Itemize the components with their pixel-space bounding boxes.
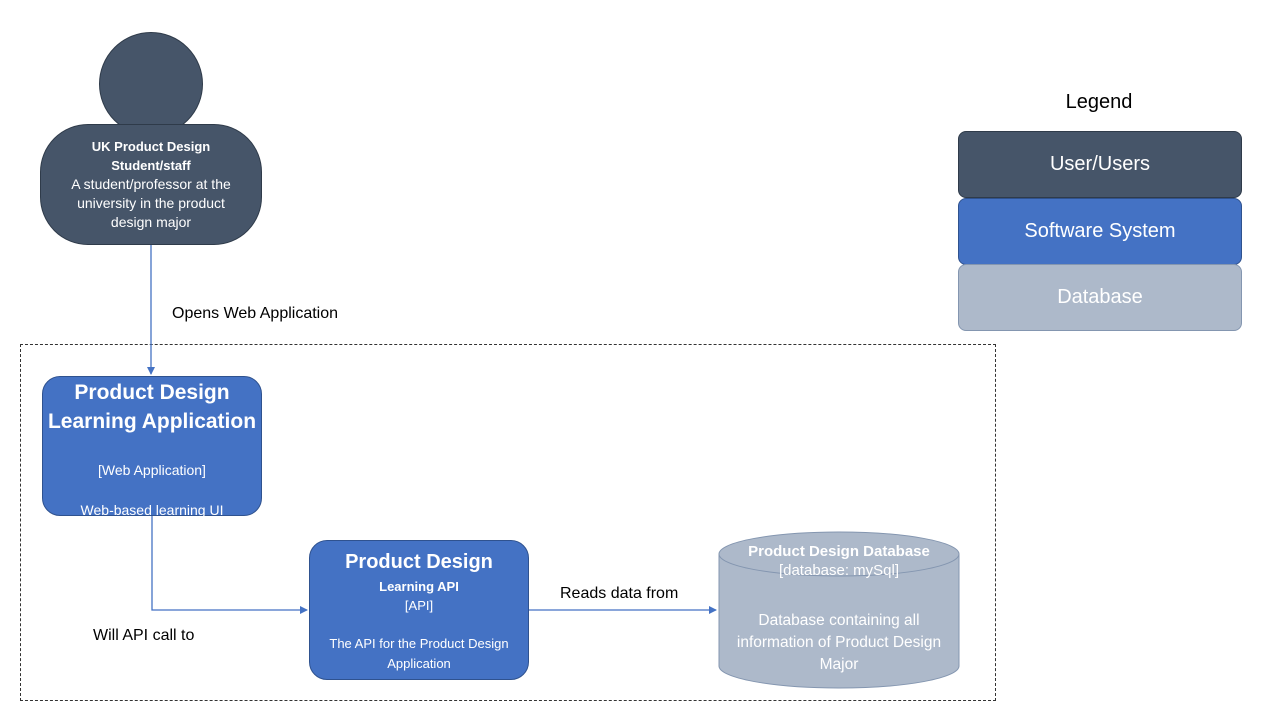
database-cylinder-shape (718, 531, 960, 689)
relationship-label-opens-web-app: Opens Web Application (172, 305, 339, 322)
person-description: A student/professor at the university in… (71, 176, 231, 230)
database-name: Product Design Database (748, 543, 930, 560)
web-application-name: Product Design Learning Application (47, 381, 257, 433)
relationship-label-reads-data: Reads data from (560, 585, 679, 602)
api-node[interactable]: Product Design Learning API [API] The AP… (309, 540, 529, 680)
api-subtitle: Learning API (379, 579, 459, 594)
legend-item-database: Database (958, 264, 1242, 331)
connector-webapp-to-api (151, 516, 308, 614)
web-application-technology: [Web Application] (98, 462, 206, 478)
api-description: The API for the Product Design Applicati… (329, 636, 509, 671)
legend-item-label: User/Users (1049, 153, 1150, 175)
api-name: Product Design (345, 551, 493, 573)
database-description: Database containing all information of P… (736, 612, 942, 673)
legend-item-label: Database (1057, 286, 1143, 308)
api-technology: [API] (404, 598, 434, 613)
web-application-description: Web-based learning UI (80, 502, 224, 518)
database-node[interactable]: Product Design Database [database: mySql… (718, 531, 960, 689)
person-head (99, 32, 203, 136)
legend-item-label: Software System (1024, 220, 1176, 242)
legend-item-software-system: Software System (958, 198, 1242, 265)
relationship-label-will-api-call: Will API call to (93, 627, 195, 644)
legend-item-user: User/Users (958, 131, 1242, 198)
system-boundary (20, 344, 996, 701)
database-technology: [database: mySql] (778, 562, 900, 579)
person-name: UK Product Design Student/staff (91, 139, 211, 173)
web-application-node[interactable]: Product Design Learning Application [Web… (42, 376, 262, 518)
person-node[interactable]: UK Product Design Student/staff A studen… (40, 124, 262, 245)
legend-title: Legend (1065, 91, 1133, 113)
